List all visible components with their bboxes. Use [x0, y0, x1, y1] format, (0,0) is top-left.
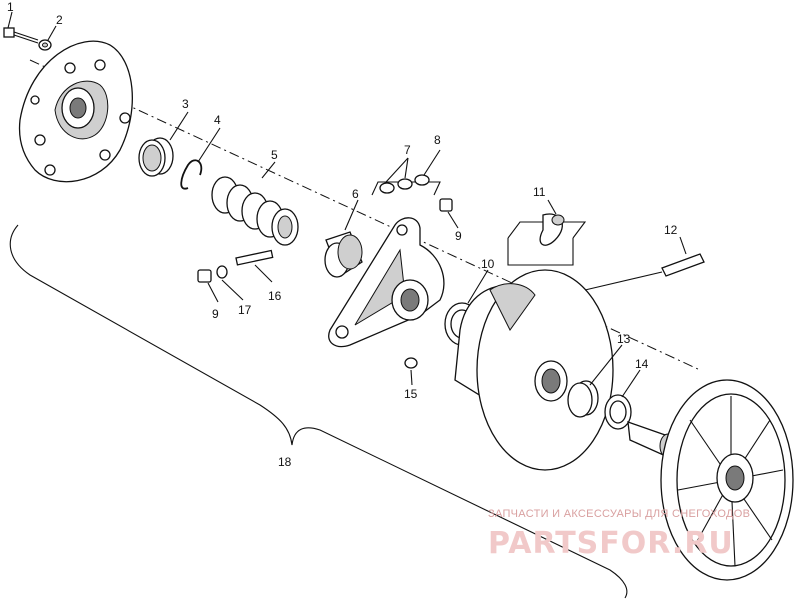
callout-4: 4: [214, 113, 221, 127]
snap-ring-part: [180, 159, 203, 190]
watermark-logo: PARTSFOR.RU: [488, 526, 734, 561]
nut-part: [404, 357, 418, 369]
spring-part: [211, 176, 299, 246]
washer-part: [38, 39, 52, 51]
callout-10: 10: [481, 257, 495, 271]
pin-12-part: [584, 253, 705, 291]
callout-2: 2: [56, 13, 63, 27]
callout-11: 11: [533, 185, 546, 199]
spider-arm-part: [328, 217, 445, 348]
callout-5: 5: [271, 148, 278, 162]
callout-13: 13: [617, 332, 631, 346]
watermark-caption: ЗАПЧАСТИ И АКСЕССУАРЫ ДЛЯ СНЕГОХОДОВ: [488, 508, 750, 520]
callout-12: 12: [664, 223, 678, 237]
bushing-part: [138, 137, 174, 177]
washer-13-part: [567, 380, 599, 418]
leader-lines: [7, 11, 687, 398]
callout-9-upper: 9: [455, 229, 462, 243]
moveable-sheave-part: [454, 269, 614, 471]
roller-part: [324, 231, 363, 278]
cap-part: [439, 198, 453, 212]
watermark: ЗАПЧАСТИ И АКСЕССУАРЫ ДЛЯ СНЕГОХОДОВ PAR…: [488, 508, 750, 561]
fixed-sheave-part: [627, 379, 794, 581]
pin-part: [197, 249, 274, 283]
callout-1: 1: [7, 0, 14, 14]
callout-6: 6: [352, 187, 359, 201]
callout-labels: 1 2 3 4 5 6 7 8 11 9 10 12 9 17 16 13 14…: [7, 0, 678, 469]
washer-14-part: [604, 394, 632, 430]
callout-17: 17: [238, 303, 252, 317]
assembly-bracket-18: [9, 224, 628, 599]
callout-8: 8: [434, 133, 441, 147]
callout-15: 15: [404, 387, 418, 401]
cover-plate-part: [18, 40, 133, 183]
callout-18: 18: [278, 455, 292, 469]
callout-7: 7: [404, 143, 411, 157]
callout-9-lower: 9: [212, 307, 219, 321]
callout-14: 14: [635, 357, 649, 371]
nut-set-part: [371, 174, 441, 196]
callout-3: 3: [182, 97, 189, 111]
weight-part: [507, 213, 587, 266]
bolt-part: [3, 27, 39, 44]
callout-16: 16: [268, 289, 282, 303]
